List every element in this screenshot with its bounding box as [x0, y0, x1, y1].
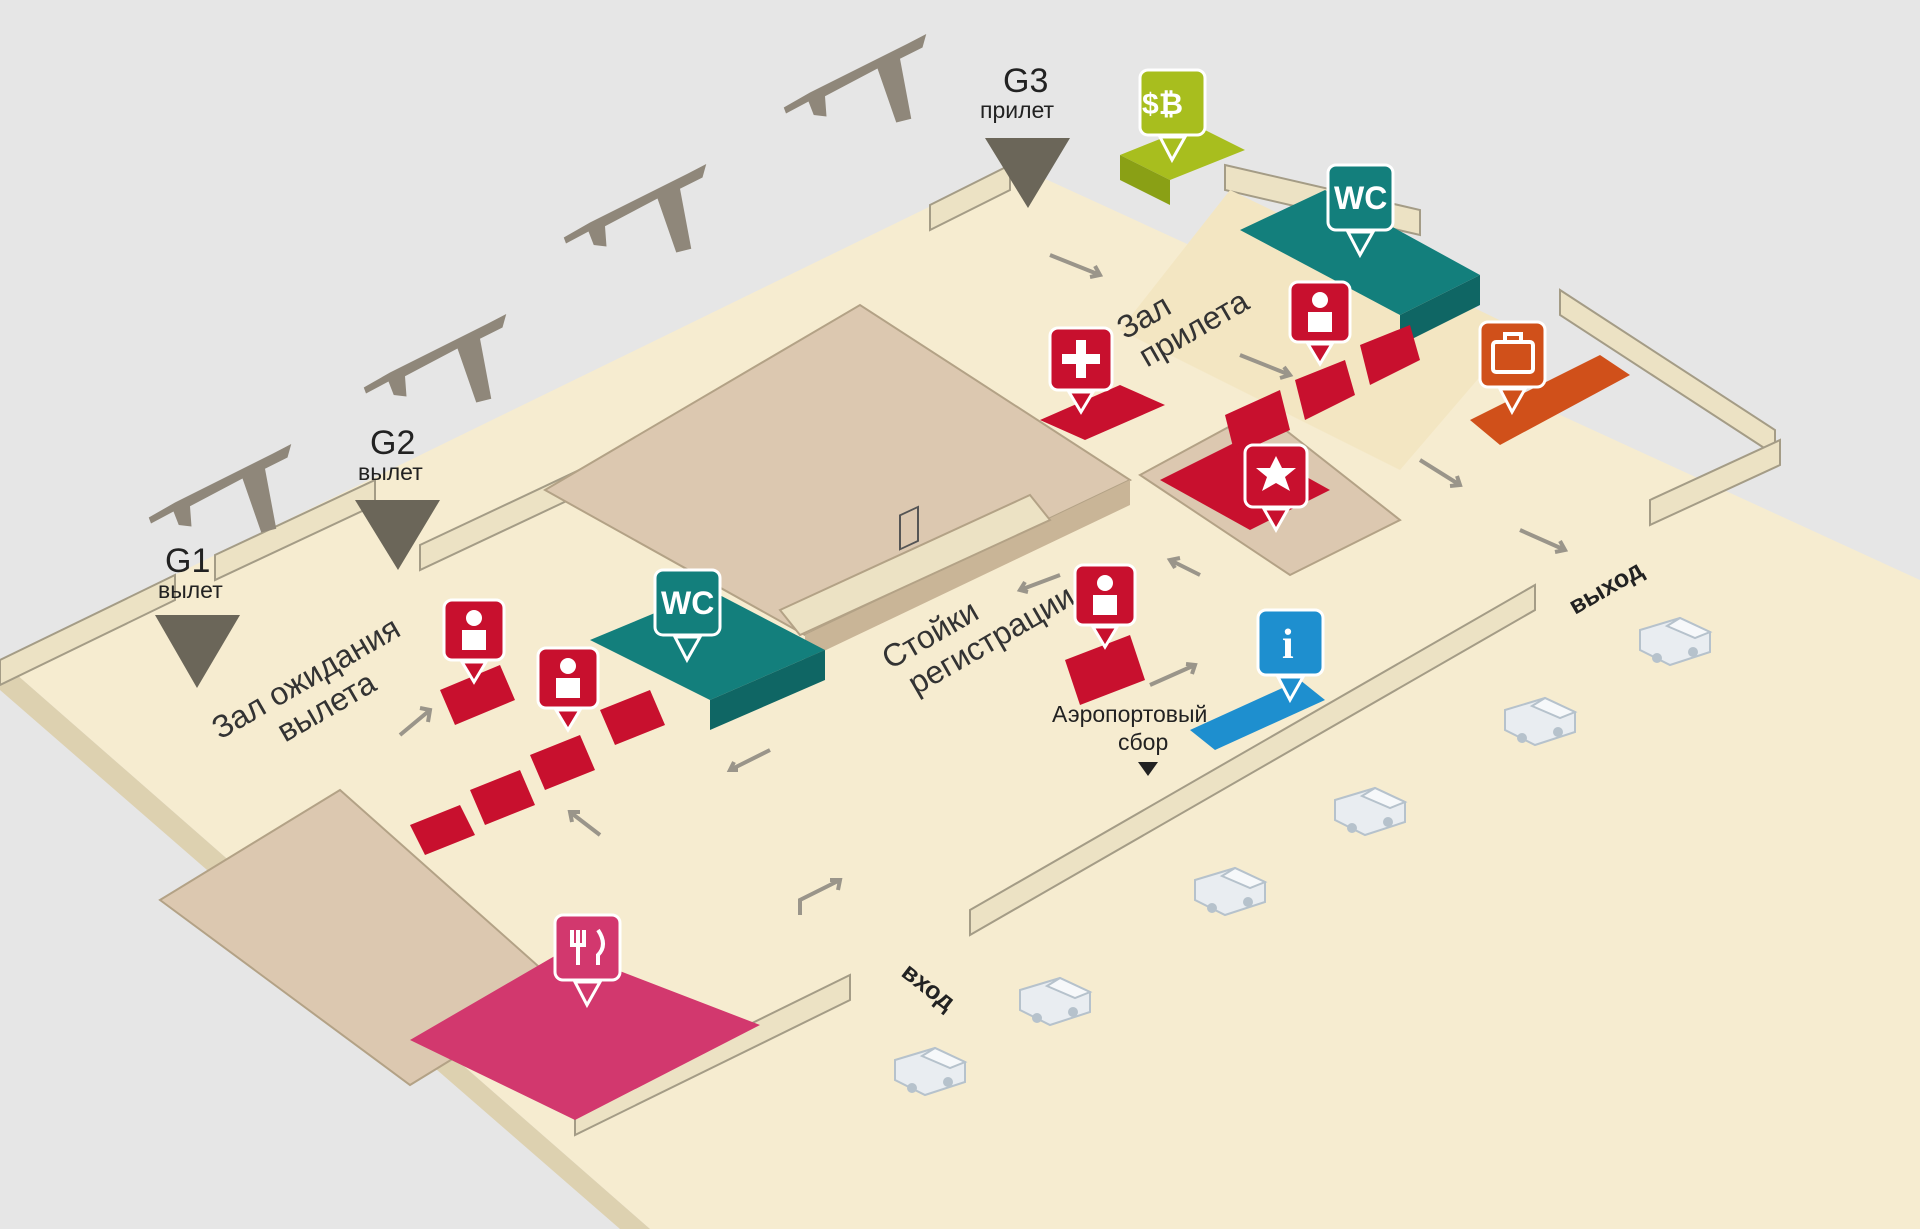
currency-exchange-block — [1120, 125, 1245, 180]
airport-fee-label: Аэропортовый — [1052, 701, 1207, 727]
currency-exchange-icon[interactable]: $₿ — [1138, 68, 1207, 164]
passport-control-icon[interactable] — [1288, 280, 1352, 367]
baggage-belt — [1470, 355, 1630, 445]
airport-fee-pointer — [1138, 762, 1158, 776]
passport-control-icon[interactable] — [536, 646, 600, 733]
restaurant-icon[interactable] — [553, 913, 622, 1009]
gate-marker — [985, 138, 1070, 208]
gate-marker — [355, 500, 440, 570]
info-icon[interactable]: i — [1256, 608, 1325, 704]
wc-icon[interactable]: WC — [653, 568, 722, 664]
wc-icon[interactable]: WC — [1326, 163, 1395, 259]
gate-label: вылет — [358, 459, 423, 485]
wc-icon-label: WC — [1334, 180, 1387, 216]
flow-arrows — [398, 253, 1569, 915]
passport-control-icon[interactable] — [442, 598, 506, 685]
wc-block-departure-side — [710, 650, 825, 730]
gate-g3[interactable]: G3 прилет — [980, 62, 1070, 208]
entrance-door[interactable] — [899, 505, 919, 551]
baggage-claim-icon[interactable] — [1478, 320, 1547, 416]
gate-label: прилет — [980, 97, 1055, 123]
wc-block-arrival-side — [1400, 275, 1480, 345]
passport-control-icon[interactable] — [1073, 563, 1137, 650]
checkin-desks — [778, 493, 1052, 637]
currency-exchange-icon-label: $₿ — [1142, 88, 1183, 121]
gate-code: G1 — [165, 542, 210, 580]
central-block-front — [805, 480, 1130, 660]
info-icon-label: i — [1282, 622, 1294, 668]
police-icon[interactable] — [1243, 443, 1309, 534]
wc-block-departure — [590, 590, 825, 700]
gate-code: G2 — [370, 424, 415, 462]
gate-g2[interactable]: G2 вылет — [355, 424, 440, 570]
wc-icon-label: WC — [661, 585, 714, 621]
first-aid-icon[interactable] — [1048, 326, 1114, 415]
gate-g1[interactable]: G1 вылет — [155, 542, 240, 688]
airport-fee-label-line2: сбор — [1118, 729, 1168, 755]
restaurant-area — [410, 950, 760, 1120]
gate-label: вылет — [158, 577, 223, 603]
gate-code: G3 — [1003, 62, 1048, 100]
currency-exchange-block-side — [1120, 155, 1170, 205]
gate-marker — [155, 615, 240, 688]
